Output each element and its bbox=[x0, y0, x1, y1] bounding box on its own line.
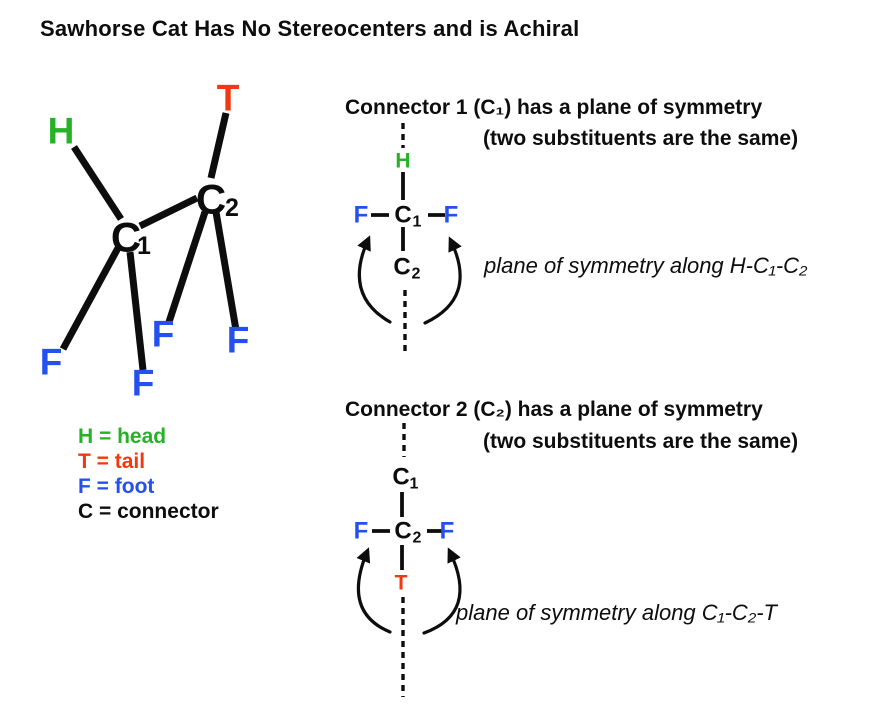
atom-c2-label: C bbox=[196, 176, 226, 223]
bond-c1-foot-a bbox=[59, 246, 122, 351]
atom-f-right-label: F bbox=[444, 202, 459, 229]
atom-head-label: H bbox=[48, 111, 75, 152]
connector2-symmetry-diagram: C 1 F C 2 F T bbox=[354, 423, 462, 697]
atom-tail-label: T bbox=[217, 78, 240, 119]
atom-c2-subscript: 2 bbox=[225, 194, 239, 222]
connector2-bonds bbox=[372, 492, 443, 570]
bond-c2-foot-c bbox=[165, 210, 209, 324]
legend-item-connector: C = connector bbox=[78, 500, 219, 523]
bond-c2-foot-d bbox=[212, 211, 240, 331]
atom-foot-c-label: F bbox=[152, 314, 175, 355]
panel1-caption: plane of symmetry along H-C₁-C₂ bbox=[484, 253, 808, 278]
atom-c1-label: C bbox=[111, 214, 141, 261]
panel2-caption: plane of symmetry along C₁-C₂-T bbox=[456, 600, 777, 625]
atom-c1-subscript: 1 bbox=[410, 476, 419, 493]
atom-f-left-label: F bbox=[354, 202, 369, 229]
bond-c1-c2 bbox=[138, 194, 199, 230]
bond-head-c1 bbox=[71, 145, 124, 221]
legend-item-foot: F = foot bbox=[78, 475, 155, 498]
sawhorse-structure-diagram: H T C 1 C 2 F F F F bbox=[40, 78, 250, 404]
legend-item-head: H = head bbox=[78, 425, 167, 448]
page-title: Sawhorse Cat Has No Stereocenters and is… bbox=[40, 16, 580, 41]
legend: H = head T = tail F = foot C = connector bbox=[78, 424, 219, 524]
atom-foot-d-label: F bbox=[227, 320, 250, 361]
bond-c1-foot-b bbox=[126, 251, 147, 371]
reflection-arrow-right bbox=[422, 547, 462, 635]
panel2-heading-line1: Connector 2 (C₂) has a plane of symmetry bbox=[345, 398, 763, 421]
legend-item-tail: T = tail bbox=[78, 450, 146, 473]
atom-foot-b-label: F bbox=[132, 363, 155, 404]
atom-f-left-label: F bbox=[354, 518, 369, 545]
atom-c2-subscript: 2 bbox=[413, 530, 422, 547]
atom-c1-subscript: 1 bbox=[413, 214, 422, 231]
atom-c2-label: C bbox=[394, 518, 411, 545]
atom-foot-a-label: F bbox=[40, 342, 63, 383]
connector1-bonds bbox=[371, 172, 445, 251]
atom-t-label: T bbox=[395, 572, 408, 595]
atom-c1-label: C bbox=[394, 202, 411, 229]
reflection-arrow-left bbox=[357, 235, 392, 324]
atom-c1-subscript: 1 bbox=[137, 232, 151, 260]
reflection-arrow-right bbox=[423, 236, 462, 325]
atom-h-label: H bbox=[395, 150, 410, 173]
atom-f-right-label: F bbox=[440, 518, 455, 545]
panel1-heading-line2: (two substituents are the same) bbox=[483, 127, 799, 150]
atom-c1-label: C bbox=[392, 464, 409, 491]
atom-c2-subscript: 2 bbox=[412, 266, 421, 283]
atom-c2-label: C bbox=[393, 254, 410, 281]
panel1-heading-line1: Connector 1 (C₁) has a plane of symmetry bbox=[345, 96, 763, 119]
reflection-arrow-left bbox=[356, 547, 392, 634]
connector1-symmetry-diagram: H F C 1 F C 2 bbox=[354, 123, 462, 352]
bond-c2-tail bbox=[207, 112, 230, 179]
panel2-heading-line2: (two substituents are the same) bbox=[483, 430, 799, 453]
sawhorse-bonds bbox=[59, 112, 240, 371]
